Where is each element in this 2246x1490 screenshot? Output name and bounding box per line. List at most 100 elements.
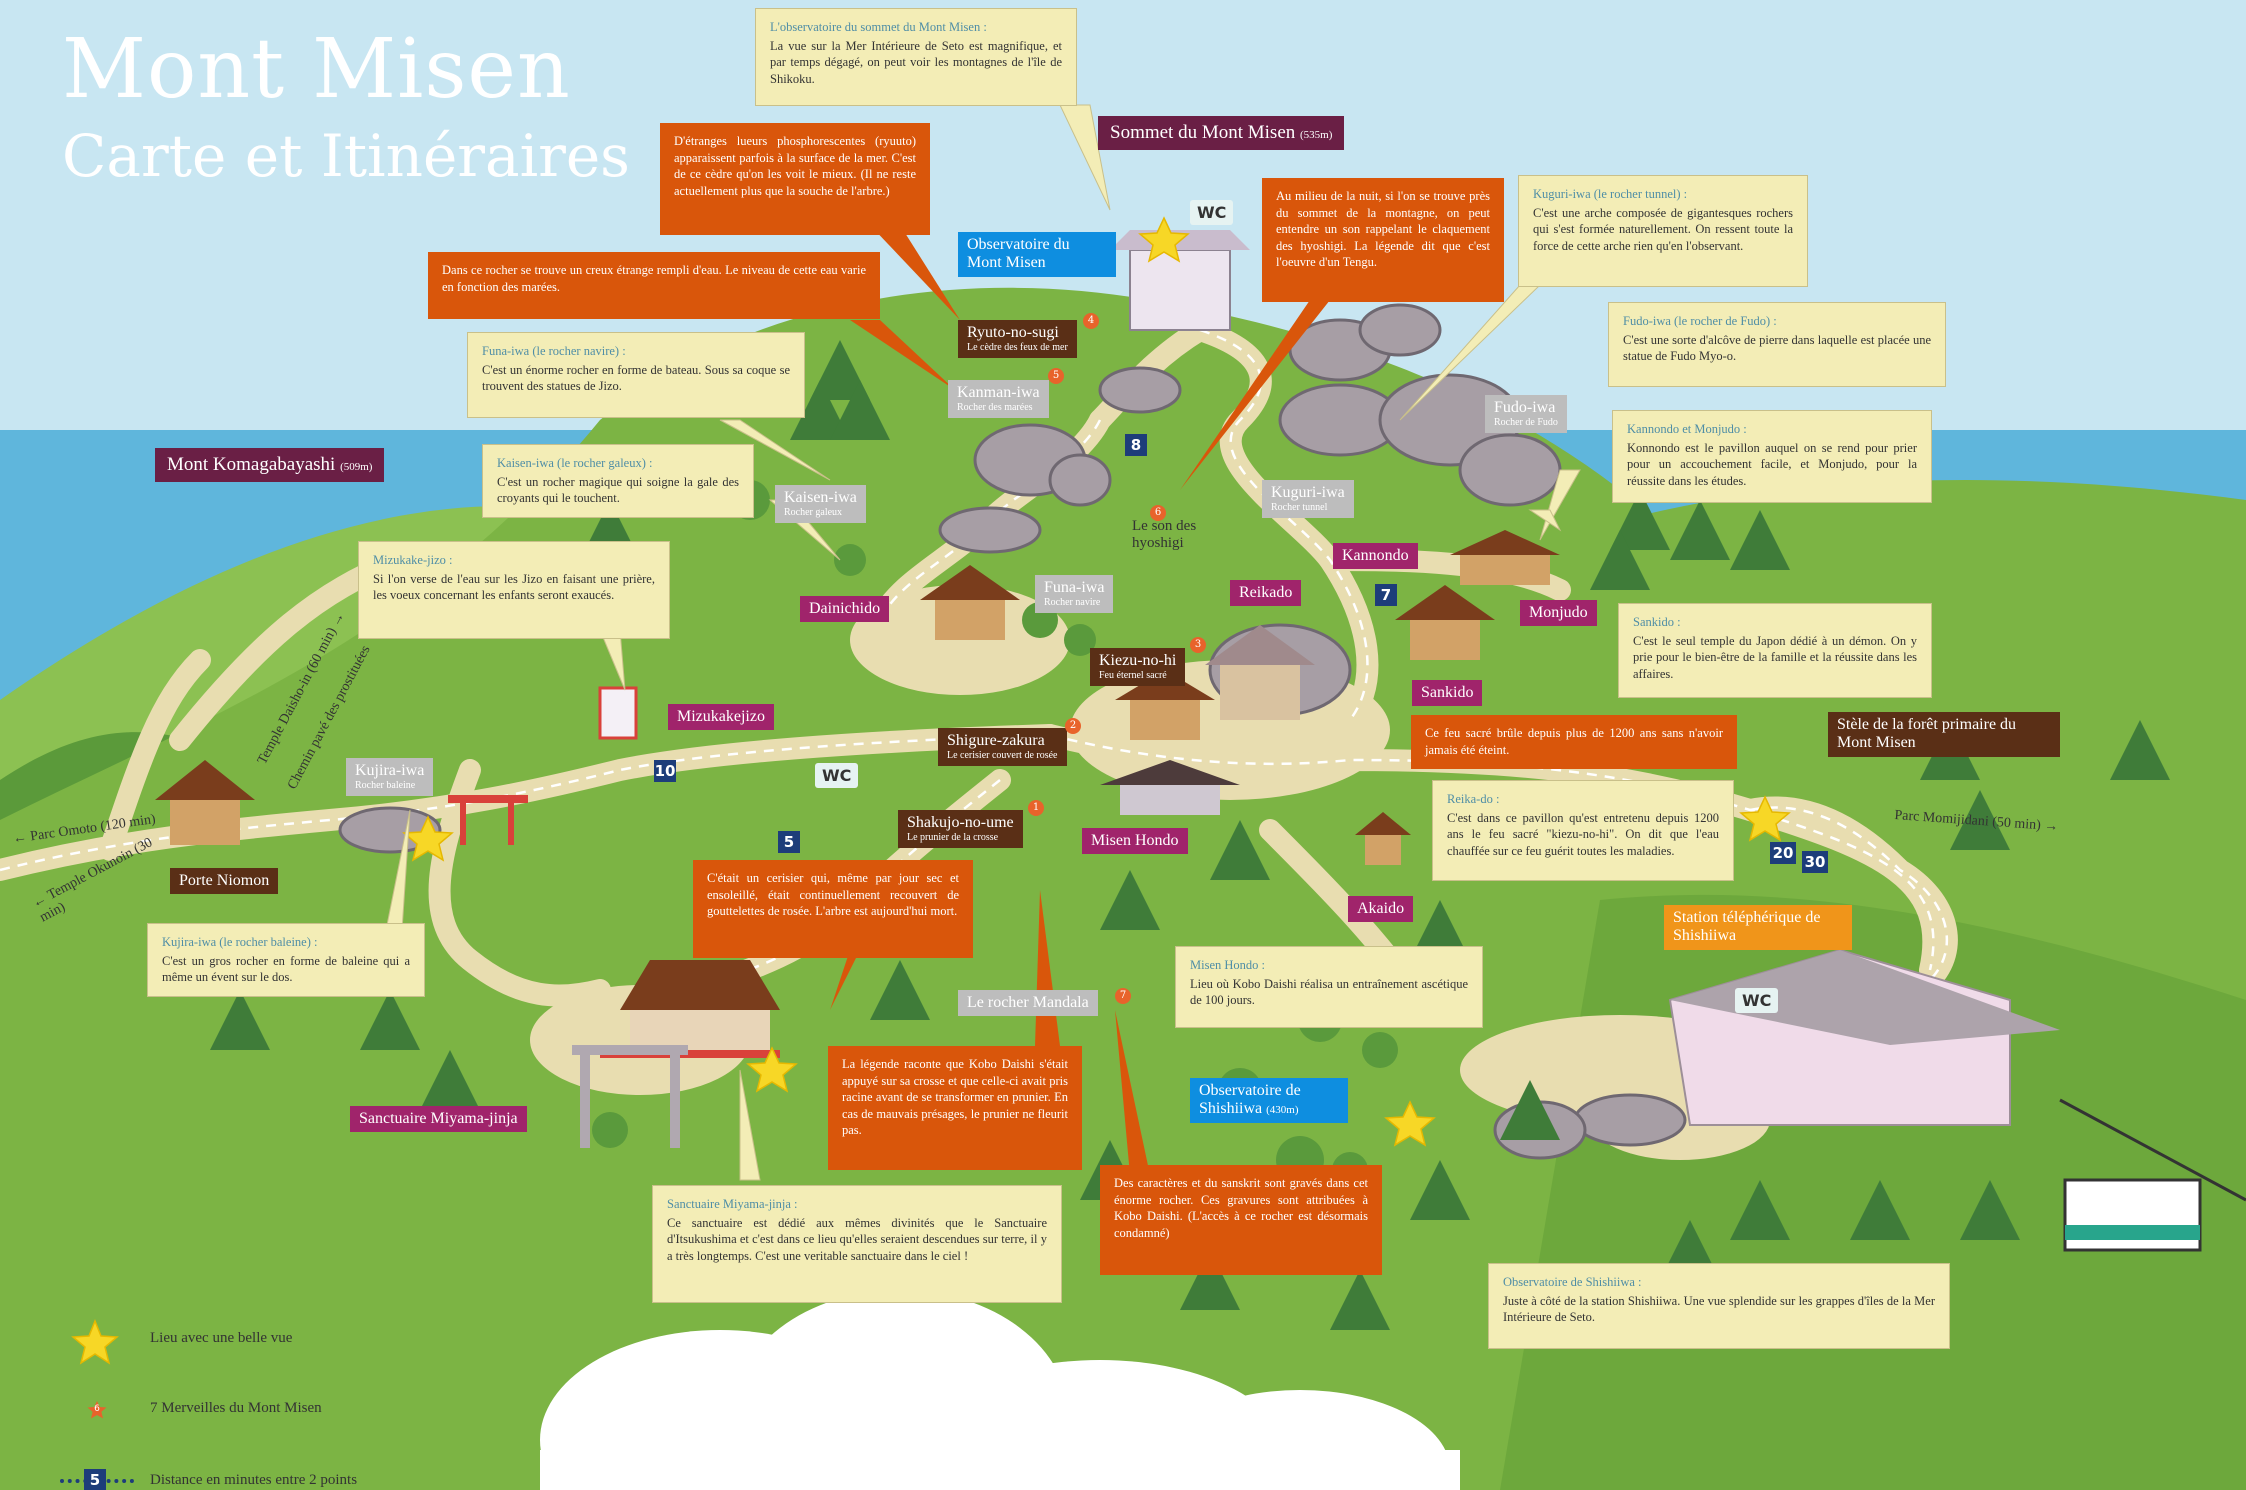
kannondo-hall — [1460, 555, 1550, 585]
miyama-roof — [620, 960, 780, 1010]
dainichido-roof — [920, 565, 1020, 600]
summit-observatory — [1129, 249, 1231, 331]
wonder-marker-1: 1 — [1028, 800, 1044, 816]
info-title: Sankido : — [1633, 615, 1681, 629]
summit-altitude: (535m) — [1300, 129, 1333, 141]
info-sankido: Sankido : C'est le seul temple du Japon … — [1618, 603, 1932, 698]
label-funa: Funa-iwa Rocher navire — [1035, 575, 1114, 613]
info-text: Des caractères et du sanskrit sont gravé… — [1114, 1176, 1368, 1240]
wonder-icon — [87, 1401, 107, 1419]
sankido-hall — [1410, 620, 1480, 660]
niomon-roof — [155, 760, 255, 800]
label-name: Fudo-iwa — [1494, 399, 1556, 416]
info-text: C'est un gros rocher en forme de baleine… — [162, 953, 410, 985]
label-kiezu: Kiezu-no-hi Feu éternel sacré — [1090, 648, 1186, 686]
view-stars — [402, 216, 1791, 1147]
info-text: C'est un rocher magique qui soigne la ga… — [497, 474, 739, 506]
miyama-torii-post-right — [670, 1048, 680, 1148]
wonder-marker-4: 4 — [1083, 313, 1099, 329]
wonder-marker-2: 2 — [1065, 718, 1081, 734]
star-shishiiwa — [1384, 1100, 1436, 1147]
hondo-hall — [1120, 785, 1220, 815]
wonder-icon-badge: 6 — [94, 1404, 100, 1414]
distance-badge-20: 20 — [1770, 842, 1796, 864]
wc-summit: WC — [1190, 200, 1234, 225]
info-kiezu: Ce feu sacré brûle depuis plus de 1200 a… — [1411, 715, 1737, 769]
star-summit — [1138, 216, 1190, 263]
label-shakujo: Shakujo-no-ume Le prunier de la crosse — [898, 810, 1023, 848]
map-subtitle: Carte et Itinéraires — [62, 122, 630, 190]
star-miyama — [746, 1046, 798, 1093]
info-shigure: C'était un cerisier qui, même par jour s… — [693, 860, 973, 958]
label-sub: Le cèdre des feux de mer — [967, 342, 1068, 354]
label-name: Kanman-iwa — [957, 384, 1040, 401]
ropeway-cable — [2059, 1098, 2246, 1202]
kiezu-hall — [1130, 700, 1200, 740]
label-name: Shakujo-no-ume — [907, 814, 1014, 831]
label-name: Shigure-zakura — [947, 732, 1045, 749]
info-title: Fudo-iwa (le rocher de Fudo) : — [1623, 314, 1777, 328]
info-text: C'est le seul temple du Japon dédié à un… — [1633, 633, 1917, 681]
distance-badge-5: 5 — [778, 831, 800, 853]
info-reika: Reika-do : C'est dans ce pavillon qu'est… — [1432, 780, 1734, 881]
dainichido-hall — [935, 600, 1005, 640]
info-text: La vue sur la Mer Intérieure de Seto est… — [770, 38, 1062, 86]
wc-center: WC — [815, 763, 859, 788]
info-text: Dans ce rocher se trouve un creux étrang… — [442, 263, 866, 294]
label-alt: (430m) — [1266, 1104, 1299, 1117]
red-torii-post-right — [508, 800, 514, 845]
label-miyama: Sanctuaire Miyama-jinja — [350, 1106, 527, 1133]
label-name: Observatoire de Shishiiwa — [1199, 1082, 1301, 1118]
label-name: Kaisen-iwa — [784, 489, 857, 506]
label-name: Kujira-iwa — [355, 762, 425, 779]
info-observatoire-sommet: L'observatoire du sommet du Mont Misen :… — [755, 8, 1077, 106]
info-title: Misen Hondo : — [1190, 958, 1265, 972]
info-text: Ce feu sacré brûle depuis plus de 1200 a… — [1425, 726, 1723, 757]
distance-icon-badge: 5 — [84, 1469, 106, 1490]
info-title: Mizukake-jizo : — [373, 553, 453, 567]
info-title: Reika-do : — [1447, 792, 1500, 806]
clouds — [540, 1290, 1460, 1490]
info-text: C'est dans ce pavillon qu'est entretenu … — [1447, 810, 1719, 858]
label-mandala: Le rocher Mandala — [958, 990, 1098, 1017]
info-title: L'observatoire du sommet du Mont Misen : — [770, 20, 987, 34]
info-mandala: Des caractères et du sanskrit sont gravé… — [1100, 1165, 1382, 1275]
info-text: Ce sanctuaire est dédié aux mêmes divini… — [667, 1215, 1047, 1263]
info-title: Kannondo et Monjudo : — [1627, 422, 1747, 436]
label-station: Station téléphérique de Shishiiwa — [1664, 905, 1852, 950]
wonder-marker-5: 5 — [1048, 368, 1064, 384]
label-sub: Le cerisier couvert de rosée — [947, 750, 1058, 762]
info-text: Si l'on verse de l'eau sur les Jizo en f… — [373, 571, 655, 603]
distance-badge-10: 10 — [654, 760, 676, 782]
komagabayashi-label: Mont Komagabayashi (509m) — [155, 448, 385, 482]
miyama-torii-beam — [572, 1045, 688, 1055]
info-title: Kaisen-iwa (le rocher galeux) : — [497, 456, 653, 470]
info-kujira: Kujira-iwa (le rocher baleine) : C'est u… — [147, 923, 425, 997]
label-observatoire-misen: Observatoire du Mont Misen — [958, 232, 1116, 277]
star-icon — [71, 1318, 119, 1365]
info-title: Kuguri-iwa (le rocher tunnel) : — [1533, 187, 1688, 201]
wonder-marker-3: 3 — [1190, 637, 1206, 653]
info-text: Juste à côté de la station Shishiiwa. Un… — [1503, 1293, 1935, 1325]
label-hyoshigi: Le son des hyoshigi — [1132, 518, 1197, 551]
info-text: C'est un énorme rocher en forme de batea… — [482, 362, 790, 394]
distance-badge-8: 8 — [1125, 434, 1147, 456]
label-monjudo: Monjudo — [1520, 600, 1597, 627]
akaido-roof — [1355, 812, 1411, 835]
label-name: Funa-iwa — [1044, 579, 1105, 596]
info-hyoshigi: Au milieu de la nuit, si l'on se trouve … — [1262, 178, 1504, 302]
label-porte-niomon: Porte Niomon — [170, 868, 279, 895]
niomon-gate — [170, 800, 240, 845]
label-sub: Feu éternel sacré — [1099, 670, 1167, 682]
label-dainichido: Dainichido — [800, 596, 890, 623]
info-text: D'étranges lueurs phosphorescentes (ryuu… — [674, 134, 916, 198]
label-kanman: Kanman-iwa Rocher des marées — [948, 380, 1049, 418]
label-sub: Rocher navire — [1044, 597, 1101, 609]
komagabayashi-name: Mont Komagabayashi — [167, 454, 336, 475]
wonder-marker-6: 6 — [1150, 505, 1166, 521]
label-sub: Rocher tunnel — [1271, 502, 1328, 514]
info-title: Kujira-iwa (le rocher baleine) : — [162, 935, 318, 949]
distance-badge-30: 30 — [1802, 851, 1828, 873]
label-stele: Stèle de la forêt primaire du Mont Misen — [1828, 712, 2060, 757]
legend-view-text: Lieu avec une belle vue — [150, 1330, 293, 1346]
